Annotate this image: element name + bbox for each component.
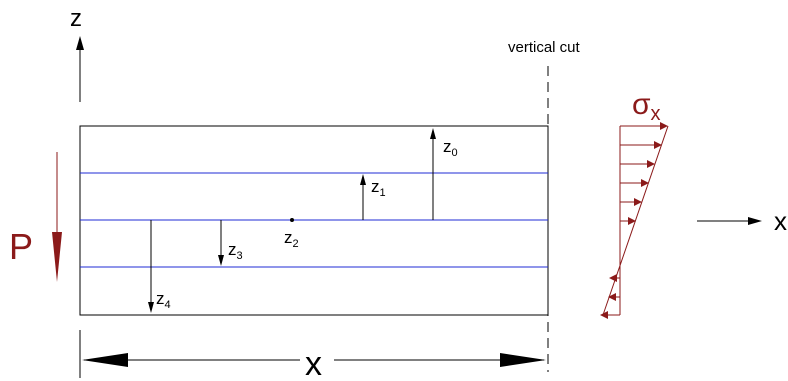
z0-marker: z0 — [430, 128, 458, 220]
vertical-cut: vertical cut — [508, 39, 581, 372]
z1-subscript: 1 — [380, 187, 386, 199]
z-axis-label: z — [70, 5, 82, 32]
z1-label: z — [371, 177, 380, 196]
svg-text:z4: z4 — [156, 289, 171, 311]
z3-marker: z3 — [218, 220, 243, 266]
x-axis: x — [697, 206, 787, 236]
z-axis: z — [70, 5, 84, 102]
z0-label: z — [443, 137, 452, 156]
load-label: P — [9, 226, 33, 267]
stress-symbol: σ — [632, 88, 651, 121]
span-dimension: x — [79, 330, 546, 381]
svg-text:z0: z0 — [443, 137, 458, 159]
load-arrow: P — [9, 152, 62, 282]
z2-subscript: 2 — [293, 238, 299, 250]
svg-text:σx: σx — [632, 88, 661, 125]
stress-distribution: σx — [600, 88, 669, 319]
z2-label: z — [284, 228, 293, 247]
svg-text:z1: z1 — [371, 177, 386, 199]
stress-subscript: x — [651, 103, 661, 125]
svg-text:z3: z3 — [228, 240, 243, 262]
z4-marker: z4 — [148, 220, 171, 313]
z3-subscript: 3 — [237, 250, 243, 262]
z2-marker: z2 — [284, 218, 299, 250]
x-axis-label: x — [774, 206, 787, 236]
z3-label: z — [228, 240, 237, 259]
beam — [79, 125, 549, 316]
z4-subscript: 4 — [165, 299, 171, 311]
z0-subscript: 0 — [452, 147, 458, 159]
svg-text:z2: z2 — [284, 228, 299, 250]
vertical-cut-label: vertical cut — [508, 39, 581, 56]
z1-marker: z1 — [360, 174, 386, 220]
span-label: x — [305, 345, 322, 381]
z4-label: z — [156, 289, 165, 308]
